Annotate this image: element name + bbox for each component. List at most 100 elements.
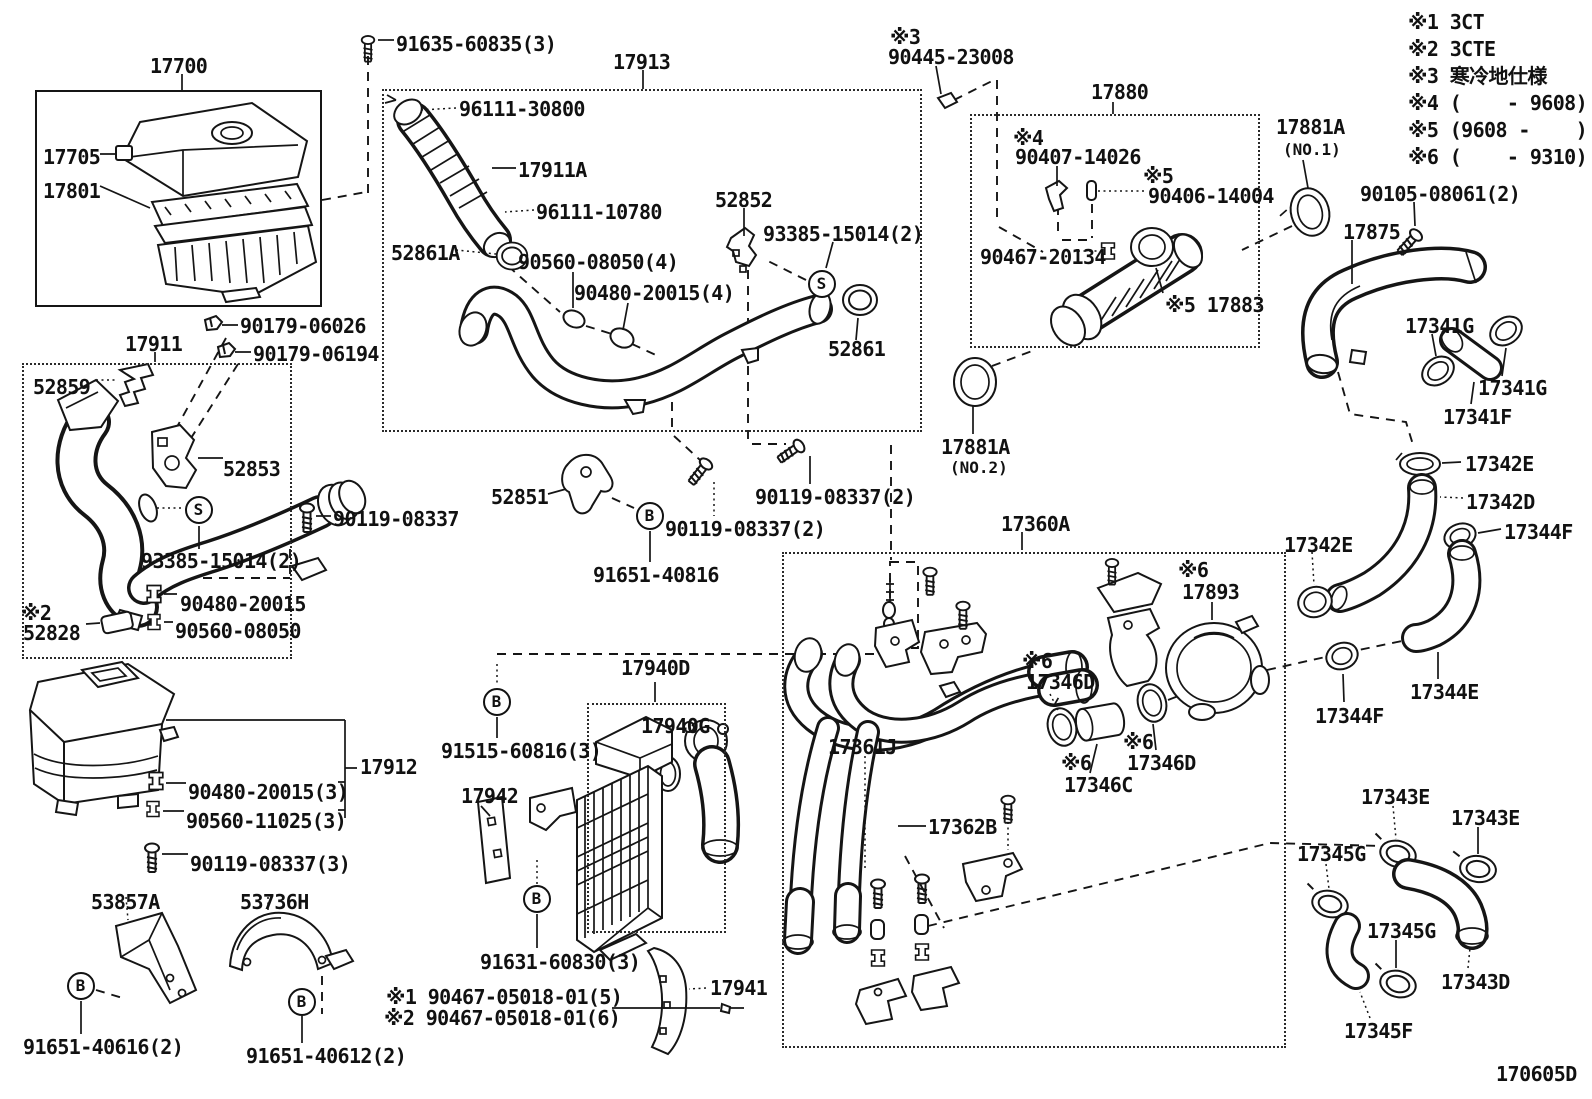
part-label-90445-23008: 90445-23008	[888, 45, 1014, 69]
group-box-17940D	[587, 703, 726, 933]
part-label-91651-40616-2: 91651-40616(2)	[23, 1035, 184, 1059]
part-label-52853: 52853	[223, 457, 281, 481]
part-label-6: ※6	[1178, 558, 1209, 582]
group-box-17880	[970, 114, 1260, 348]
intake-pipe-assembly-drawing	[782, 532, 1270, 1026]
part-label-17940D: 17940D	[621, 656, 690, 680]
part-label-96111-10780: 96111-10780	[536, 200, 662, 224]
part-label-17344F: 17344F	[1504, 520, 1573, 544]
part-label-91651-40816: 91651-40816	[593, 563, 719, 587]
group-box-17360A	[782, 552, 1286, 1048]
part-label-17345F: 17345F	[1344, 1019, 1413, 1043]
part-label-96111-30800: 96111-30800	[459, 97, 585, 121]
part-label-2-90467-05018-01-6: ※2 90467-05018-01(6)	[384, 1006, 621, 1030]
part-label-17343D: 17343D	[1441, 970, 1510, 994]
part-label-6: ※6	[1061, 751, 1092, 775]
part-label-90119-08337-2: 90119-08337(2)	[665, 517, 826, 541]
part-label-17345G: 17345G	[1297, 842, 1366, 866]
part-label-17360A: 17360A	[1001, 512, 1070, 536]
part-label-91651-40612-2: 91651-40612(2)	[246, 1044, 407, 1068]
part-label-52828: 52828	[23, 621, 81, 645]
part-label-90119-08337: 90119-08337	[333, 507, 459, 531]
part-label-17345G: 17345G	[1367, 919, 1436, 943]
part-label-17875: 17875	[1343, 220, 1401, 244]
part-label-17341G: 17341G	[1405, 314, 1474, 338]
part-label-17361J: 17361J	[828, 735, 897, 759]
part-label-17705: 17705	[43, 145, 101, 169]
part-label-90179-06194: 90179-06194	[253, 342, 379, 366]
part-label-17893: 17893	[1182, 580, 1240, 604]
callout-circle-B: B	[66, 971, 95, 1000]
group-box-17911	[22, 363, 292, 659]
legend-item-5: ※5 (9608 - )	[1408, 118, 1588, 142]
part-label-17342E: 17342E	[1284, 533, 1353, 557]
part-label-17346D: 17346D	[1026, 670, 1095, 694]
legend-item-6: ※6 ( - 9310)	[1408, 145, 1588, 169]
part-label-1-90467-05018-01-5: ※1 90467-05018-01(5)	[386, 985, 623, 1009]
legend-item-3: ※3 寒冷地仕様	[1408, 64, 1547, 88]
part-label-17341G: 17341G	[1478, 376, 1547, 400]
part-label-17344E: 17344E	[1410, 680, 1479, 704]
part-label-17913: 17913	[613, 50, 671, 74]
callout-circle-B: B	[522, 884, 551, 913]
part-label-90560-08050-4: 90560-08050(4)	[518, 250, 679, 274]
part-label-90467-20134: 90467-20134	[980, 245, 1106, 269]
intercooler-hoses-drawing	[1297, 201, 1523, 1019]
legend-item-2: ※2 3CTE	[1408, 37, 1496, 61]
legend-item-1: ※1 3CT	[1408, 10, 1485, 34]
part-label-17700: 17700	[150, 54, 208, 78]
part-label-90407-14026: 90407-14026	[1015, 145, 1141, 169]
part-label-17911: 17911	[125, 332, 183, 356]
part-label-NO-1: (NO.1)	[1283, 140, 1341, 159]
part-label-17346C: 17346C	[1064, 773, 1133, 797]
part-label-17344F: 17344F	[1315, 704, 1384, 728]
part-label-17880: 17880	[1091, 80, 1149, 104]
part-label-17801: 17801	[43, 179, 101, 203]
part-label-17342D: 17342D	[1466, 490, 1535, 514]
part-label-4: ※4	[1013, 126, 1044, 150]
part-label-90560-11025-3: 90560-11025(3)	[186, 809, 347, 833]
air-hose-group-drawing	[384, 70, 878, 416]
part-label-17942: 17942	[461, 784, 519, 808]
part-label-17940G: 17940G	[641, 714, 710, 738]
part-label-91635-60835-3: 91635-60835(3)	[396, 32, 557, 56]
part-label-91631-60830-3: 91631-60830(3)	[480, 950, 641, 974]
part-label-93385-15014-2: 93385-15014(2)	[141, 549, 302, 573]
part-label-6: ※6	[1022, 649, 1053, 673]
bracket-drawings	[80, 896, 355, 1043]
part-label-52861: 52861	[828, 337, 886, 361]
part-label-3: ※3	[890, 25, 921, 49]
air-hose-no2-group-drawing	[935, 65, 1331, 434]
part-label-53857A: 53857A	[91, 890, 160, 914]
part-label-17343E: 17343E	[1361, 785, 1430, 809]
part-label-17912: 17912	[360, 755, 418, 779]
part-label-90179-06026: 90179-06026	[240, 314, 366, 338]
part-label-53736H: 53736H	[240, 890, 309, 914]
part-label-90480-20015-3: 90480-20015(3)	[188, 780, 349, 804]
part-label-17881A: 17881A	[941, 435, 1010, 459]
part-label-52861A: 52861A	[391, 241, 460, 265]
group-box-17700	[35, 90, 322, 307]
part-label-52852: 52852	[715, 188, 773, 212]
air-cleaner-assembly-drawing	[99, 74, 318, 304]
part-label-17911A: 17911A	[518, 158, 587, 182]
part-label-2: ※2	[21, 601, 52, 625]
callout-circle-B: B	[635, 501, 664, 530]
legend-item-4: ※4 ( - 9608)	[1408, 91, 1588, 115]
part-label-17341F: 17341F	[1443, 405, 1512, 429]
part-label-93385-15014-2: 93385-15014(2)	[763, 222, 924, 246]
part-label-90119-08337-3: 90119-08337(3)	[190, 852, 351, 876]
diagram-code: 170605D	[1496, 1062, 1577, 1086]
part-label-17346D: 17346D	[1127, 751, 1196, 775]
part-label-90480-20015: 90480-20015	[180, 592, 306, 616]
callout-circle-S: S	[807, 269, 836, 298]
pipe-bracket-drawing	[547, 453, 651, 562]
part-label-90105-08061-2: 90105-08061(2)	[1360, 182, 1521, 206]
group-box-17913	[382, 89, 922, 432]
part-label-17342E: 17342E	[1465, 452, 1534, 476]
part-label-52851: 52851	[491, 485, 549, 509]
part-label-6: ※6	[1123, 730, 1154, 754]
part-label-17881A: 17881A	[1276, 115, 1345, 139]
part-label-17941: 17941	[710, 976, 768, 1000]
part-label-90560-08050: 90560-08050	[175, 619, 301, 643]
